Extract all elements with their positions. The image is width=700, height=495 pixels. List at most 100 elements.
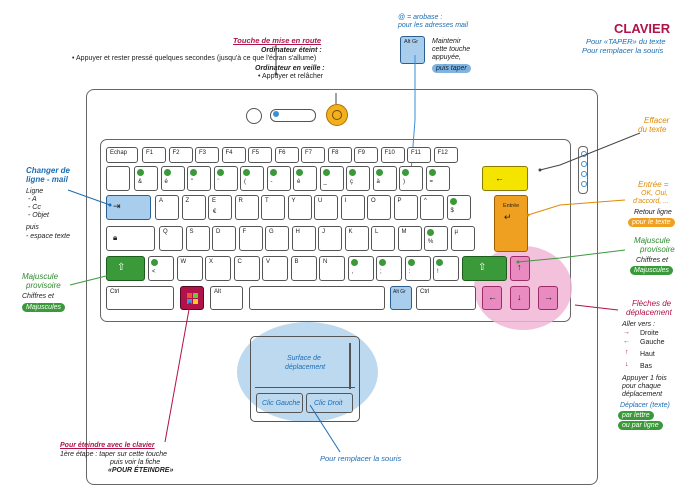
key-row3-8[interactable]: L: [371, 226, 395, 251]
key-capslock[interactable]: 🔒︎: [106, 226, 155, 251]
windows-logo-icon: [187, 293, 198, 304]
status-indicator: [246, 108, 262, 124]
key-row1-10[interactable]: ): [399, 166, 423, 191]
key-arrow-right[interactable]: →: [538, 286, 558, 310]
key-ctrl-left[interactable]: Ctrl: [106, 286, 174, 310]
key-row3-0[interactable]: Q: [159, 226, 183, 251]
key-row3-1[interactable]: S: [185, 226, 210, 251]
majuscule-right-callout: Majuscule provisoire Chiffres et Majuscu…: [624, 237, 698, 277]
power-h2: Ordinateur en veille :: [255, 65, 325, 72]
key-row1-7[interactable]: _: [319, 166, 344, 191]
key-label: E: [212, 198, 217, 204]
key-row1-2[interactable]: ": [187, 166, 211, 191]
key-f8[interactable]: F8: [327, 147, 352, 163]
key-label: J: [322, 229, 325, 235]
key-row3-2[interactable]: D: [212, 226, 236, 251]
key-alt[interactable]: Alt: [210, 286, 243, 310]
green-dot-icon: [216, 169, 224, 176]
key-z[interactable]: Z: [181, 195, 206, 220]
key-row1-0[interactable]: &: [134, 166, 158, 191]
key-windows[interactable]: [180, 286, 204, 310]
key-$[interactable]: $: [446, 195, 471, 220]
key-f2[interactable]: F2: [168, 147, 193, 163]
key-row4-0[interactable]: <: [148, 256, 174, 281]
key-altgr[interactable]: Alt Gr: [390, 286, 412, 310]
key-row3-9[interactable]: M: [397, 226, 422, 251]
key-label: K: [348, 229, 353, 235]
key-row1-6[interactable]: è: [293, 166, 317, 191]
key-y[interactable]: Y: [287, 195, 312, 220]
key-ctrl-right[interactable]: Ctrl: [416, 286, 476, 310]
key-f11[interactable]: F11: [407, 147, 431, 163]
key-a[interactable]: A: [155, 195, 179, 220]
green-dot-icon: [407, 259, 415, 266]
side-leds: [578, 146, 588, 194]
key-f7[interactable]: F7: [301, 147, 325, 163]
key-row3-6[interactable]: J: [318, 226, 342, 251]
key-row4-9[interactable]: :: [404, 256, 431, 281]
key-^[interactable]: ^: [420, 195, 444, 220]
key-sup2[interactable]: [106, 166, 130, 191]
key-arrow-left[interactable]: ←: [482, 286, 502, 310]
key-row4-3[interactable]: C: [233, 256, 260, 281]
key-p[interactable]: P: [393, 195, 418, 220]
key-row1-11[interactable]: =: [425, 166, 450, 191]
key-row1-9[interactable]: à: [372, 166, 397, 191]
key-row1-5[interactable]: -: [266, 166, 291, 191]
key-label: à: [376, 179, 380, 185]
key-u[interactable]: U: [314, 195, 338, 220]
key-shift-left[interactable]: ⇧: [106, 256, 145, 281]
key-label: F1: [146, 150, 154, 156]
key-label: A: [159, 198, 164, 204]
key-f9[interactable]: F9: [354, 147, 378, 163]
power-button-icon[interactable]: [326, 104, 348, 126]
key-echap[interactable]: Echap: [106, 147, 138, 163]
key-f4[interactable]: F4: [221, 147, 246, 163]
keyboard-frame: [100, 139, 571, 322]
key-f10[interactable]: F10: [380, 147, 405, 163]
key-f6[interactable]: F6: [274, 147, 299, 163]
key-t[interactable]: T: [261, 195, 285, 220]
key-row4-5[interactable]: B: [290, 256, 317, 281]
key-f12[interactable]: F12: [433, 147, 458, 163]
key-r[interactable]: R: [234, 195, 259, 220]
key-row4-10[interactable]: !: [433, 256, 459, 281]
key-f5[interactable]: F5: [248, 147, 272, 163]
key-row3-4[interactable]: G: [265, 226, 289, 251]
key-backspace[interactable]: ←: [482, 166, 528, 191]
key-row3-7[interactable]: K: [344, 226, 369, 251]
key-row1-8[interactable]: ç: [346, 166, 370, 191]
key-row4-7[interactable]: ,: [347, 256, 374, 281]
green-dot-icon: [427, 229, 434, 236]
key-i[interactable]: I: [340, 195, 365, 220]
key-row1-4[interactable]: (: [240, 166, 264, 191]
key-row1-3[interactable]: ': [213, 166, 238, 191]
entree-l4: Retour ligne: [634, 209, 672, 216]
left-click-button[interactable]: Clic Gauche: [256, 393, 303, 413]
key-tab[interactable]: ⇥: [106, 195, 151, 220]
key-row3-5[interactable]: H: [291, 226, 316, 251]
key-row4-1[interactable]: W: [176, 256, 203, 281]
key-arrow-up[interactable]: ↑: [510, 256, 530, 281]
key-row3-11[interactable]: µ: [450, 226, 475, 251]
key-row3-3[interactable]: F: [238, 226, 263, 251]
key-entree[interactable]: Entrée ↵: [494, 195, 528, 252]
touchpad[interactable]: Surface de déplacement Clic Gauche Clic …: [250, 336, 360, 422]
key-arrow-down[interactable]: ↓: [510, 286, 530, 310]
key-f3[interactable]: F3: [195, 147, 219, 163]
key-row1-1[interactable]: é: [160, 166, 185, 191]
key-space[interactable]: [249, 286, 385, 310]
key-row4-6[interactable]: N: [319, 256, 345, 281]
key-label: ^: [424, 198, 427, 204]
key-shift-right[interactable]: ⇧: [462, 256, 507, 281]
key-row3-10[interactable]: %: [424, 226, 448, 251]
key-o[interactable]: O: [367, 195, 391, 220]
right-click-button[interactable]: Clic Droit: [306, 393, 353, 413]
key-e[interactable]: E€: [208, 195, 232, 220]
arobase-callout: @ = arobase : pour les adresses mail Alt…: [396, 14, 506, 74]
key-f1[interactable]: F1: [142, 147, 166, 163]
laptop-body: [86, 89, 598, 485]
key-row4-4[interactable]: V: [262, 256, 288, 281]
key-row4-2[interactable]: X: [205, 256, 231, 281]
key-row4-8[interactable]: ;: [376, 256, 402, 281]
